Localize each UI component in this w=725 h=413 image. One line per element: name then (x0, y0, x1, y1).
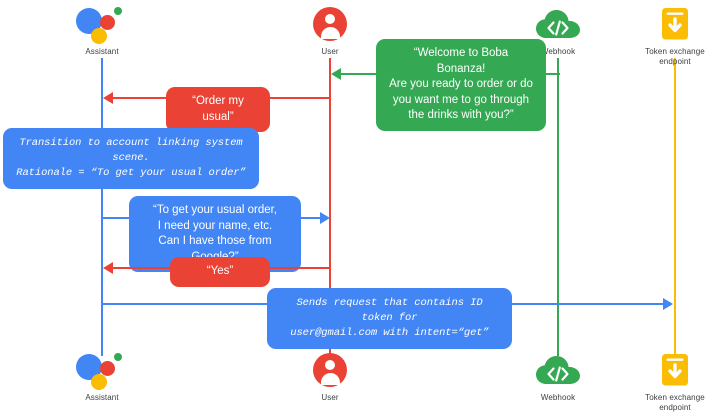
message-bubble-yes: “Yes” (170, 257, 270, 287)
actor-user-top: User (270, 4, 390, 57)
actor-label-assistant: Assistant (85, 47, 119, 56)
arrow-head-order-my-usual (103, 92, 113, 104)
actor-label-user: User (321, 47, 339, 56)
google-assistant-icon (42, 4, 162, 44)
arrow-head-yes (103, 262, 113, 274)
lifeline-endpoint (674, 58, 676, 356)
actor-assistant-top: Assistant (42, 4, 162, 57)
arrow-head-welcome (331, 68, 341, 80)
lifeline-user (329, 58, 331, 356)
cloud-code-icon (498, 350, 618, 390)
actor-label-webhook: Webhook (540, 47, 576, 56)
actor-label-endpoint: Token exchange endpoint (645, 47, 705, 66)
arrow-stub-webhook-welcome (557, 73, 559, 109)
cloud-code-icon (498, 4, 618, 44)
actor-webhook-bottom: Webhook (498, 350, 618, 403)
download-box-icon (615, 350, 725, 390)
actor-label-webhook: Webhook (540, 393, 576, 402)
actor-user-bottom: User (270, 350, 390, 403)
google-assistant-icon (42, 350, 162, 390)
user-avatar-icon (270, 350, 390, 390)
arrow-head-need-your-name (320, 212, 330, 224)
actor-label-assistant: Assistant (85, 393, 119, 402)
actor-endpoint-top: Token exchange endpoint (615, 4, 725, 67)
actor-label-endpoint: Token exchange endpoint (645, 393, 705, 412)
note-transition-account-linking: Transition to account linking system sce… (3, 128, 259, 189)
arrow-head-sends-request (663, 298, 673, 310)
actor-webhook-top: Webhook (498, 4, 618, 57)
actor-assistant-bottom: Assistant (42, 350, 162, 403)
actor-label-user: User (321, 393, 339, 402)
actor-endpoint-bottom: Token exchange endpoint (615, 350, 725, 413)
message-bubble-order-my-usual: “Order my usual” (166, 87, 270, 132)
message-bubble-welcome: “Welcome to Boba Bonanza! Are you ready … (376, 39, 546, 131)
lifeline-assistant (101, 58, 103, 356)
user-avatar-icon (270, 4, 390, 44)
download-box-icon (615, 4, 725, 44)
note-sends-request: Sends request that contains ID token for… (267, 288, 512, 349)
lifeline-webhook (557, 58, 559, 356)
